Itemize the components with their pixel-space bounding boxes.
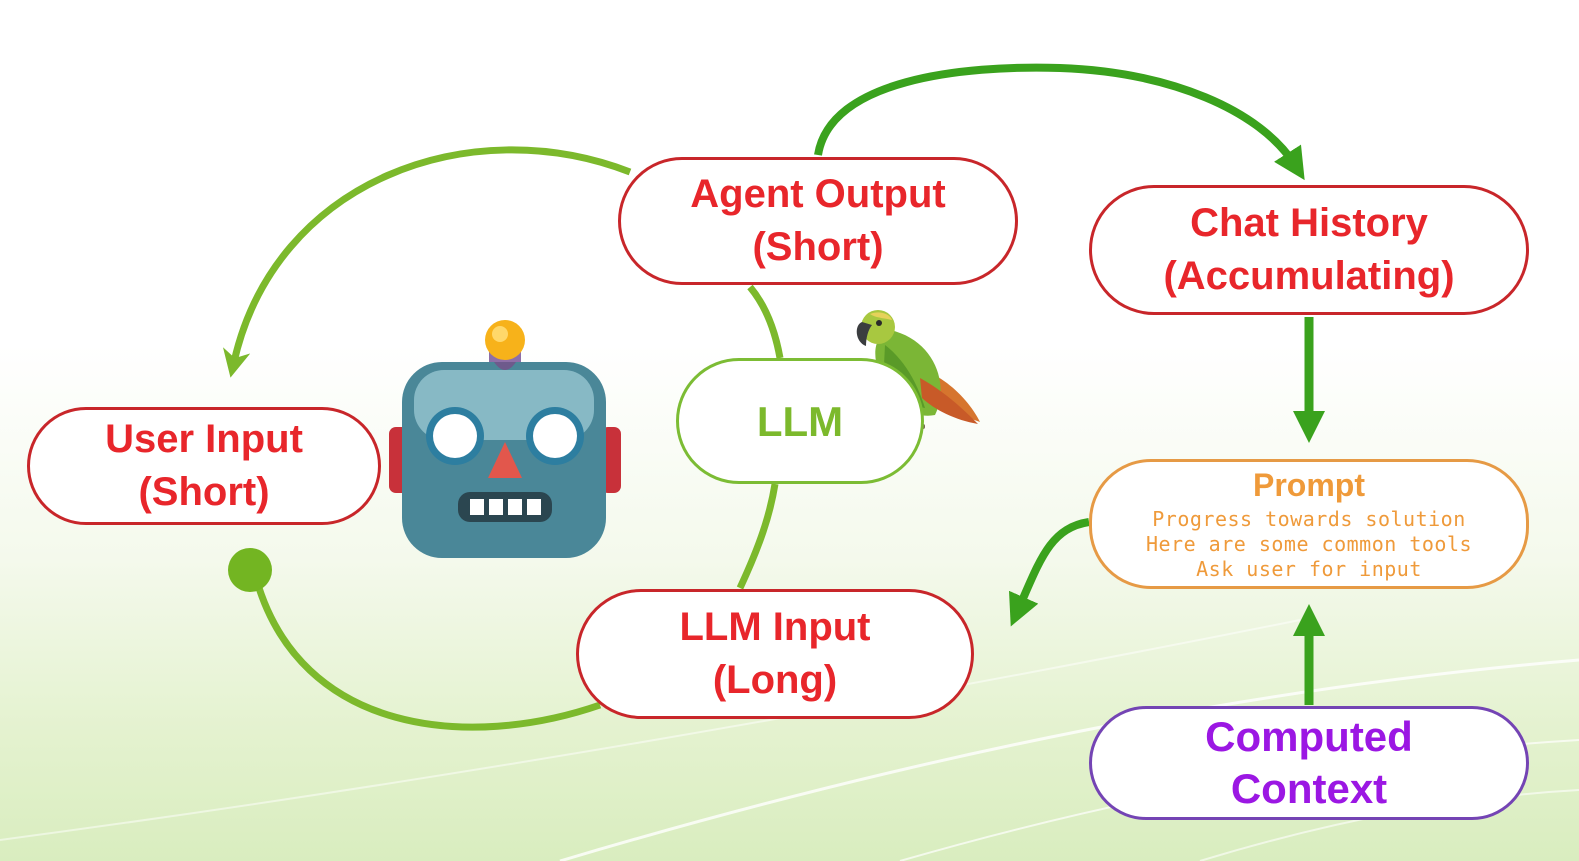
prompt-line: Here are some common tools bbox=[1145, 531, 1473, 556]
user-input-node: User Input (Short) bbox=[27, 407, 381, 525]
llm-label: LLM bbox=[756, 397, 844, 445]
computed-context-sublabel: Context bbox=[1230, 765, 1388, 812]
agent-output-label: Agent Output bbox=[690, 172, 946, 216]
llm-input-label: LLM Input bbox=[679, 605, 871, 649]
computed-context-label: Computed bbox=[1205, 713, 1413, 760]
computed-context-node: Computed Context bbox=[1089, 706, 1529, 820]
user-input-sublabel: (Short) bbox=[138, 470, 270, 514]
loop-start-dot bbox=[228, 548, 272, 592]
chat-history-node: Chat History (Accumulating) bbox=[1089, 185, 1529, 315]
prompt-line: Progress towards solution bbox=[1152, 506, 1466, 531]
agent-output-node: Agent Output (Short) bbox=[618, 157, 1018, 285]
link-llm-input-to-llm bbox=[736, 483, 779, 590]
llm-input-sublabel: (Long) bbox=[712, 658, 838, 702]
prompt-title: Prompt bbox=[1253, 466, 1365, 503]
prompt-node: Prompt Progress towards solution Here ar… bbox=[1089, 459, 1529, 589]
user-input-label: User Input bbox=[105, 417, 303, 461]
llm-node: LLM bbox=[676, 358, 924, 484]
arrow-agent-output-to-chat-history bbox=[814, 63, 1305, 181]
arrow-agent-output-to-user-input bbox=[222, 146, 632, 378]
llm-input-node: LLM Input (Long) bbox=[576, 589, 974, 719]
prompt-line: Ask user for input bbox=[1196, 556, 1422, 581]
chat-history-label: Chat History bbox=[1190, 201, 1428, 245]
arrow-prompt-to-llm-input bbox=[1008, 518, 1090, 627]
link-llm-to-agent-output bbox=[747, 284, 784, 359]
loop-llm-input-to-user-input bbox=[252, 577, 602, 731]
chat-history-sublabel: (Accumulating) bbox=[1163, 254, 1455, 298]
robot-icon bbox=[389, 320, 621, 558]
agent-output-sublabel: (Short) bbox=[752, 225, 884, 269]
